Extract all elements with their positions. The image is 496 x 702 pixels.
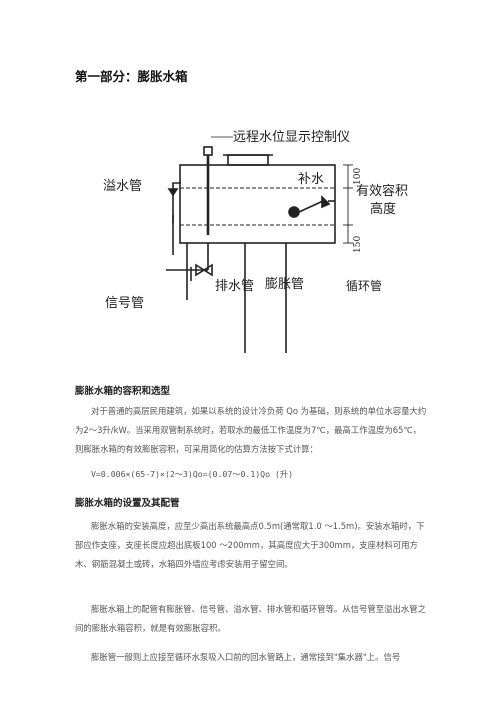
- label-overflow: 溢水管: [103, 179, 142, 194]
- overflow-pipe: [172, 182, 181, 255]
- section-title-installation: 膨胀水箱的设置及其配管: [75, 498, 180, 509]
- label-expansion: 膨胀管: [265, 277, 304, 292]
- paragraph: 膨胀水箱上的配管有膨胀管、信号管、溢水管、排水管和循环管等。从信号管至溢出水管之…: [75, 604, 426, 633]
- paragraph: 膨胀水箱的安装高度，应至少高出系统最高点0.5m(通常取1.0 ～1.5m)。安…: [75, 521, 425, 569]
- tank-lid: [227, 154, 269, 166]
- dim-top: 100: [353, 168, 363, 185]
- page-title: 第一部分：膨胀水箱: [75, 69, 188, 84]
- dim-bottom: 150: [353, 236, 363, 253]
- label-circulation: 循环管: [346, 278, 382, 293]
- paragraph: 膨胀管一般则上应接至循环水泵吸入口前的回水管路上，通常接到"集水器"上。信号: [91, 652, 401, 662]
- label-makeup: 补水: [298, 172, 324, 187]
- paragraph: 对于普通的高层民用建筑，如果以系统的设计冷负荷 Qo 为基础，则系统的单位水容量…: [75, 406, 427, 454]
- formula: V=0.006×(65-7)×(2～3)Qo=(0.07～0.1)Qo (升): [91, 469, 294, 479]
- label-drain: 排水管: [215, 279, 254, 294]
- label-height: 高度: [370, 201, 396, 217]
- expansion-tank-diagram: 远程水位显示控制仪 溢水管 补水 有效容积 高度 100 150 排水管 膨胀管…: [103, 130, 408, 353]
- section-title-volume: 膨胀水箱的容积和选型: [75, 386, 171, 397]
- label-effective-volume: 有效容积: [356, 183, 408, 199]
- label-controller: 远程水位显示控制仪: [233, 130, 350, 145]
- controller-probe: [203, 146, 213, 156]
- label-signal: 信号管: [105, 296, 144, 311]
